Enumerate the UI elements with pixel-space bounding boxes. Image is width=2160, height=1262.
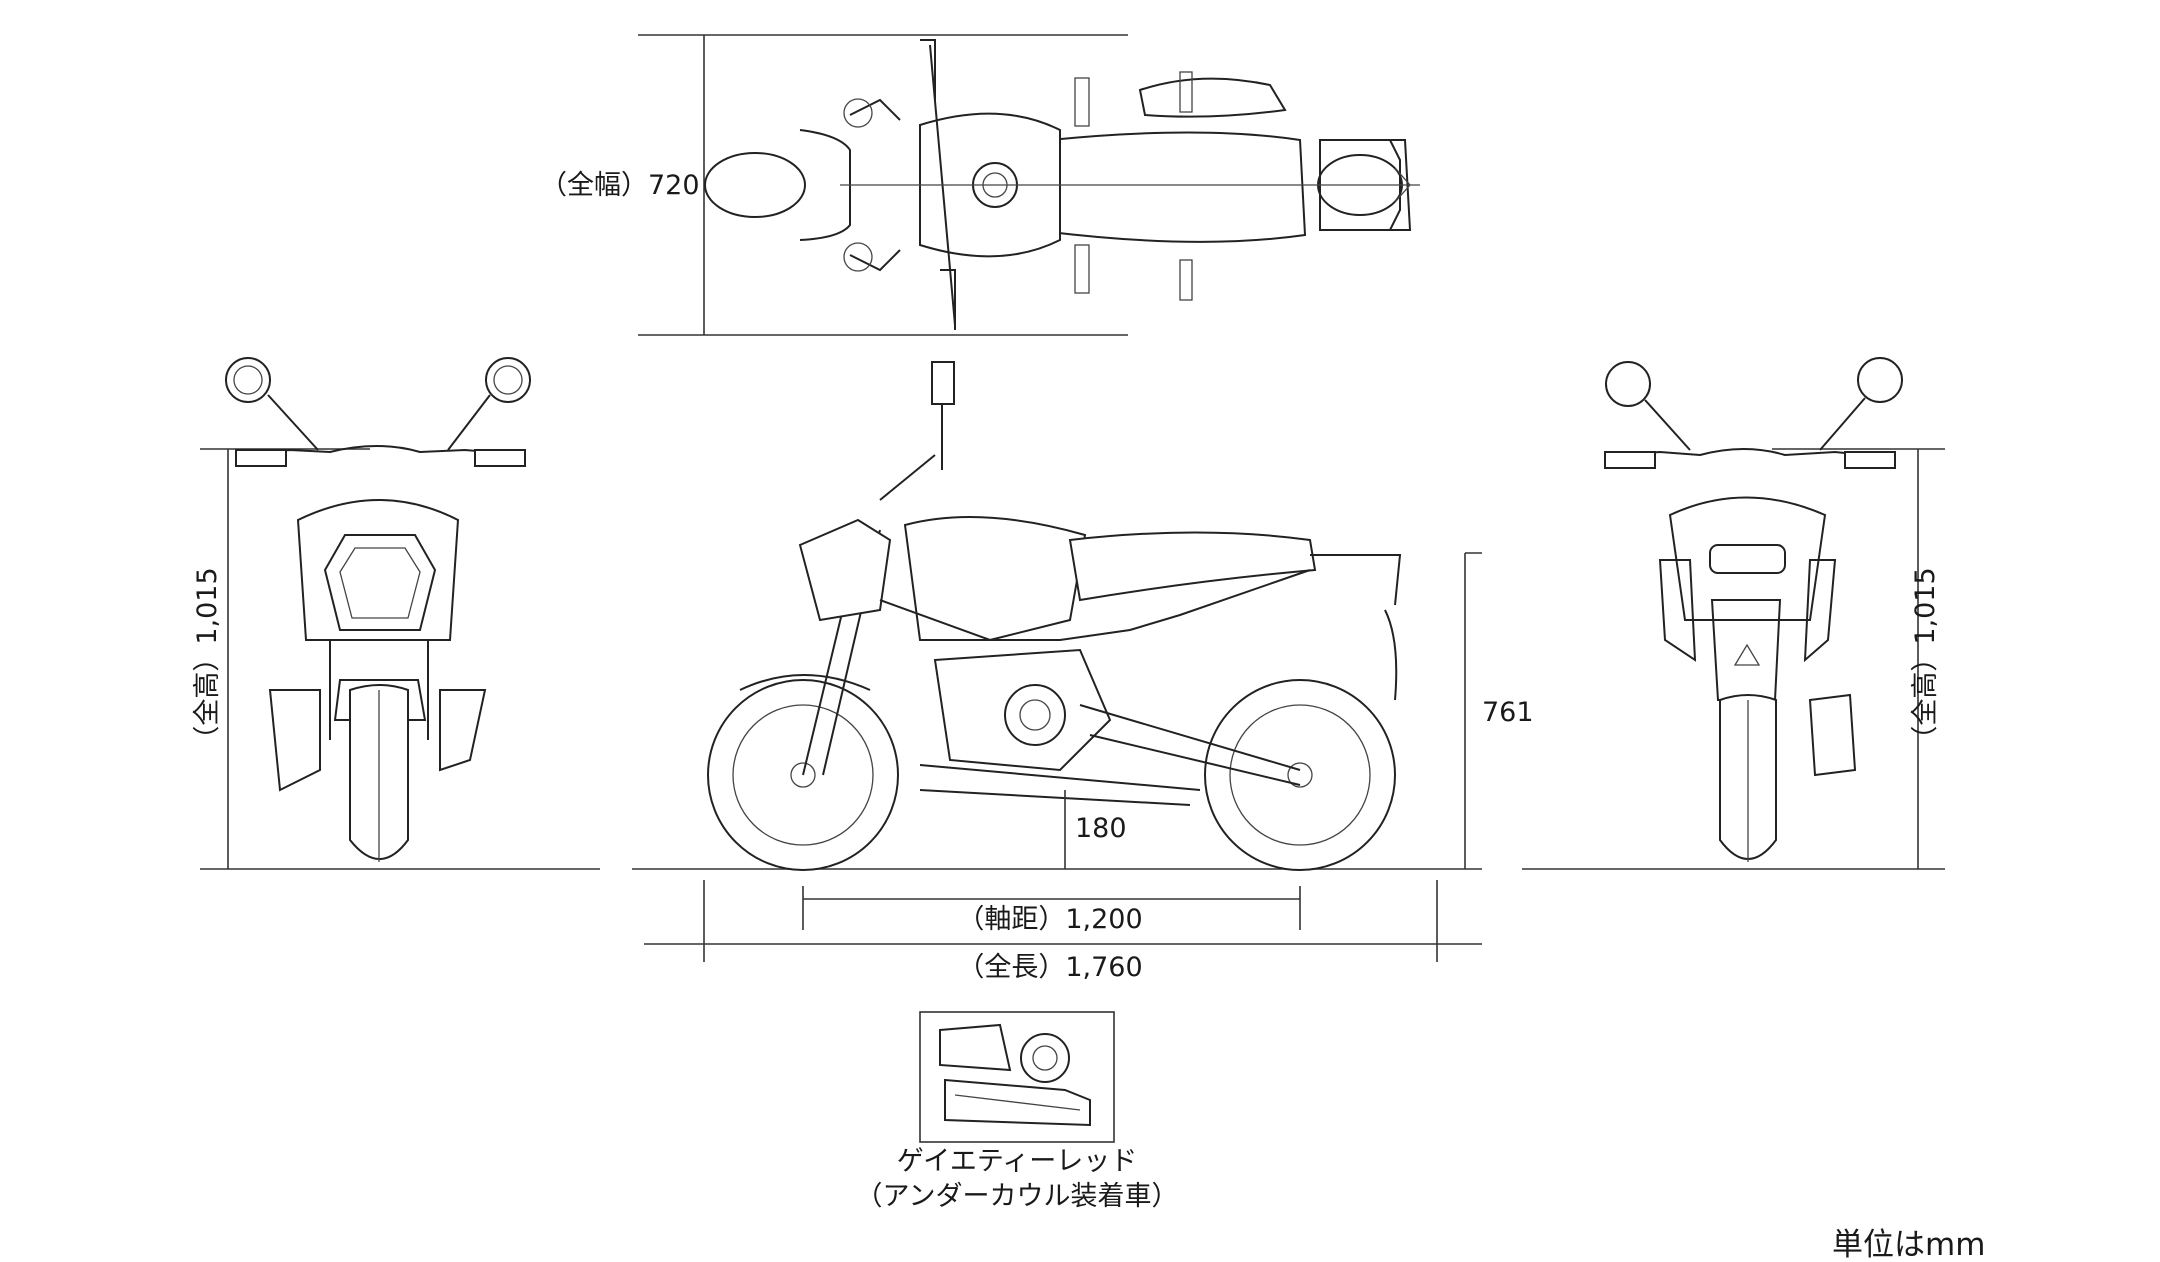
inset-caption-line1: ゲイエティーレッド xyxy=(897,1146,1138,1177)
height-left-label: （全高）1,015 xyxy=(192,567,223,752)
ground-clearance-label: 180 xyxy=(1075,813,1127,844)
length-label: （全長）1,760 xyxy=(957,952,1142,983)
seat-height-label: 761 xyxy=(1482,697,1534,728)
side-view: 761 180 （軸距）1,200 （全長）1,760 xyxy=(632,361,1534,983)
inset-caption-line2: （アンダーカウル装着車） xyxy=(856,1181,1179,1212)
undercowl-inset xyxy=(919,1011,1115,1143)
width-label: （全幅）720 xyxy=(540,170,700,201)
rear-view: （全高）1,015 xyxy=(1522,357,1945,870)
unit-note: 単位はmm xyxy=(1832,1227,1985,1262)
front-view: （全高）1,015 xyxy=(192,357,600,870)
wheelbase-label: （軸距）1,200 xyxy=(957,904,1142,935)
height-right-label: （全高）1,015 xyxy=(1910,567,1941,752)
top-view: （全幅）720 xyxy=(540,34,1420,336)
